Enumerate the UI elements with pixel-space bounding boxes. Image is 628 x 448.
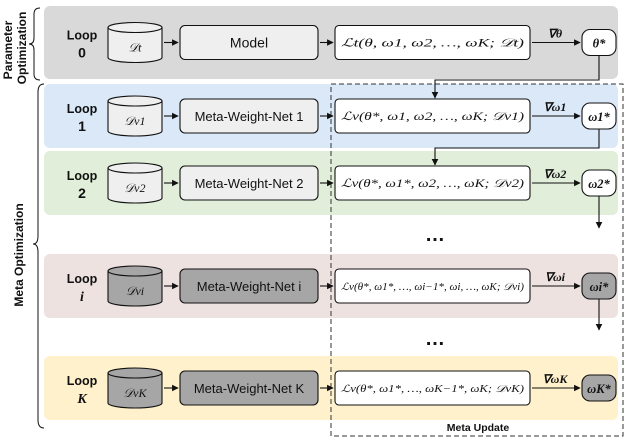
loop-index: 0 [78,45,86,61]
loop-index: 2 [78,185,86,201]
meta-optimization-brace [32,83,45,429]
loop-label: Loop [67,374,98,388]
connector-arrows [164,39,603,392]
dataset-label: 𝒟vK [124,386,148,400]
dataset-label: 𝒟v2 [125,181,146,195]
dataset-label: 𝒟vi [126,284,144,298]
model-box [179,98,319,134]
ellipsis-between-loops: … [425,224,445,246]
meta-update-label: Meta Update [447,422,510,434]
loop-label: Loop [67,29,98,43]
database-icon [107,95,163,137]
loss-box [334,98,531,134]
loss-formula: ℒv(θ*, ω1, ω2, …, ωK; 𝒟v1) [341,111,524,123]
dataset-label: 𝒟v1 [125,114,146,128]
loop-index: i [80,290,84,305]
model-label: Meta-Weight-Net 1 [195,109,304,124]
parameter-optimization-brace [28,7,41,81]
gradient-label: ∇ω1 [544,100,567,114]
loss-formula: ℒv(θ*, ω1*, ω2, …, ωK; 𝒟v2) [341,178,524,190]
loop-connector-arrow [431,55,600,99]
loss-box [334,165,531,201]
database-icon [107,265,163,307]
meta-update-region [330,83,624,437]
loss-box [334,268,531,304]
model-label: Meta-Weight-Net i [197,279,302,294]
output-box [581,374,617,402]
model-label: Meta-Weight-Net 2 [195,176,304,191]
loop-index: K [76,392,88,407]
model-box [179,268,319,304]
database-icon [107,367,163,409]
database-icon [107,21,163,64]
meta-optimization-label: Meta Optimization [12,203,26,306]
gradient-label: ∇ω2 [544,167,567,181]
parameter-optimization-label-line1: Parameter [1,20,15,79]
output-label: ωi* [590,280,610,294]
loop-row-k: Loop K 𝒟vK Meta-Weight-Net K ℒv(θ*, ω1*,… [44,356,618,420]
loop-index: 1 [78,118,86,134]
ellipsis-before-last-loop: … [425,328,445,350]
model-box [179,24,319,61]
loss-box [334,24,531,61]
output-label: ω2* [588,177,610,191]
output-label: ωK* [587,382,611,396]
model-box [179,165,319,201]
loss-box [334,370,531,406]
loss-formula: ℒv(θ*, ω1*, …, ωK−1*, ωK; 𝒟vK) [341,384,525,395]
loss-formula: ℒv(θ*, ω1*, …, ωi−1*, ωi, …, ωK; 𝒟vi) [341,282,525,293]
gradient-label: ∇θ [548,27,563,41]
output-label: ω1* [588,110,610,124]
gradient-label: ∇ωK [543,372,569,386]
loop-label: Loop [67,272,98,286]
output-label: θ* [593,37,606,51]
parameter-optimization-label-line2: Optimization [15,12,29,85]
model-label: Model [230,35,268,51]
loop-label: Loop [67,169,98,183]
dataset-label: 𝒟t [129,41,143,55]
loss-formula: ℒt(θ, ω1, ω2, …, ωK; 𝒟t) [341,38,524,50]
loop-connector-arrow [431,129,600,166]
loop-label: Loop [67,102,98,116]
model-label: Meta-Weight-Net K [194,381,305,396]
gradient-label: ∇ωi [545,270,566,284]
model-box [179,370,319,406]
database-icon [107,162,163,204]
